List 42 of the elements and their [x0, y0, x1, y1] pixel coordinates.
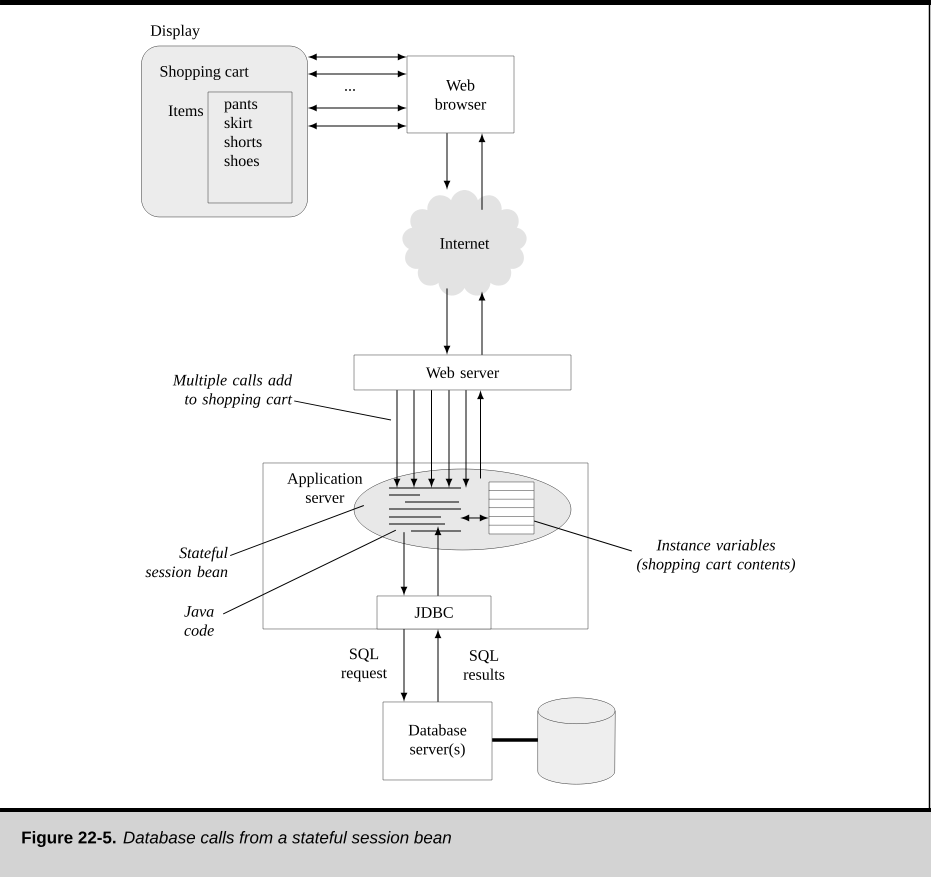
- callout-text: Instance variables (shopping cart contents): [637, 539, 796, 573]
- arrow: [400, 628, 408, 700]
- leader-line: [230, 504, 364, 556]
- arrow: [309, 104, 406, 112]
- leader-line: [294, 400, 392, 420]
- server-box: Web server: [354, 354, 572, 390]
- leader-line: [534, 520, 632, 552]
- arrow: [394, 390, 400, 486]
- arrow: [434, 528, 442, 596]
- database-server-box: Database server(s): [382, 702, 492, 780]
- leader-line: [222, 530, 396, 614]
- callout-text: Stateful session bean: [146, 546, 228, 578]
- arrow: [400, 532, 408, 594]
- edge-label: SQL results: [452, 649, 516, 681]
- callout-text: Java code: [184, 606, 214, 636]
- connector-line: [492, 738, 538, 742]
- variable-table: [488, 482, 534, 534]
- arrow: [462, 390, 470, 486]
- arrow: [309, 122, 406, 130]
- arrow: [462, 514, 488, 522]
- heading-text: Display: [150, 24, 200, 40]
- arrow: [410, 390, 418, 486]
- database-cylinder: [538, 698, 616, 784]
- jdbc-box: JDBC: [376, 596, 492, 630]
- arrow: [444, 288, 450, 354]
- edge-label: SQL request: [332, 647, 396, 682]
- browser-box: Web browser: [406, 56, 514, 134]
- arrow: [309, 54, 406, 60]
- label-text: Items: [168, 105, 204, 116]
- arrow: [446, 390, 452, 486]
- list-box: pants skirt shorts shoes: [208, 92, 292, 204]
- arrow: [434, 630, 442, 702]
- callout-text: Multiple calls add to shopping cart: [172, 374, 292, 408]
- arrow: [478, 134, 486, 210]
- code-lines-drawing: [388, 487, 462, 532]
- arrow: [478, 292, 486, 356]
- ellipsis-text: ...: [345, 89, 355, 91]
- arrow: [309, 70, 406, 78]
- arrow: [477, 392, 484, 479]
- arrow: [444, 132, 450, 188]
- arrow: [428, 390, 435, 486]
- caption-band: Figure 22-5. Database calls from a stateful session bean: [0, 810, 931, 877]
